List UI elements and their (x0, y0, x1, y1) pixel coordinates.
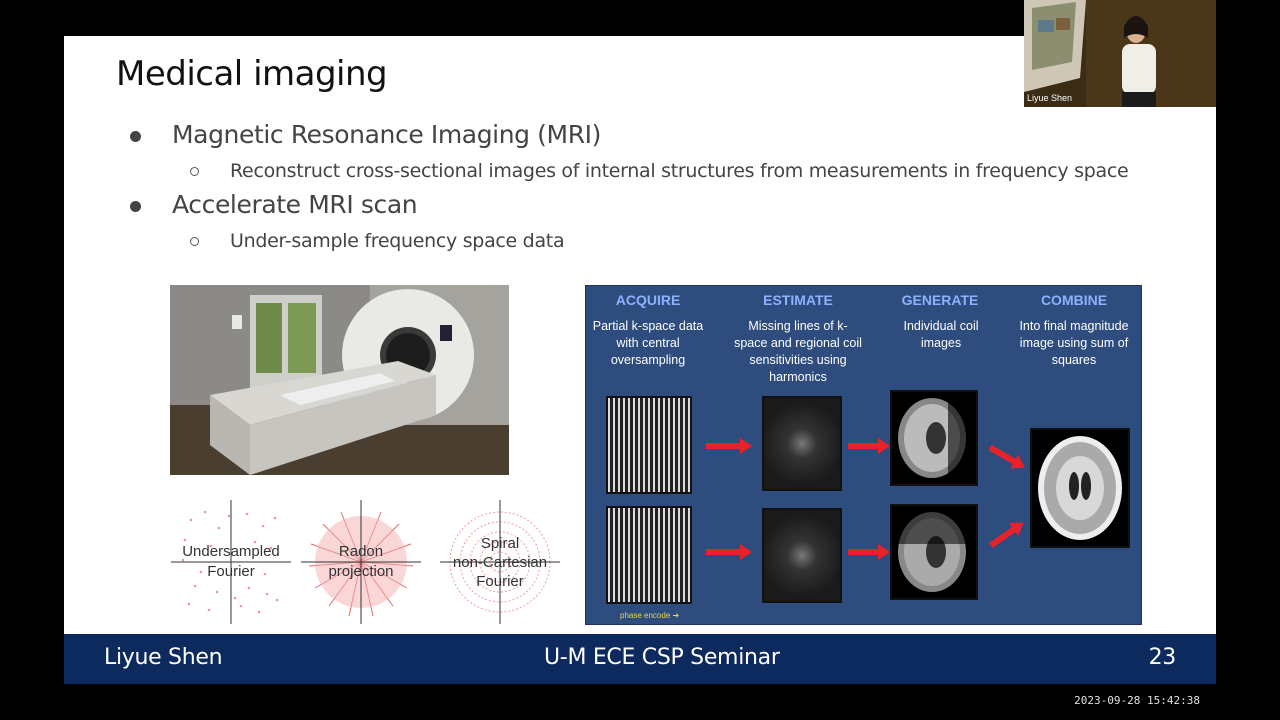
kspace-estimate-image-2 (762, 508, 842, 603)
spiral-fourier-pattern: Spiral non-Cartesian Fourier (440, 500, 560, 624)
presentation-slide: Medical imaging Magnetic Resonance Imagi… (64, 36, 1216, 684)
undersampled-fourier-pattern: Undersampled Fourier (171, 500, 291, 624)
arrow-icon (706, 544, 752, 560)
sub-bullet-item: Under-sample frequency space data (124, 222, 1184, 260)
coil-image-2 (890, 504, 978, 600)
arrow-icon (988, 444, 1018, 466)
radon-projection-pattern: Radon projection (301, 500, 421, 624)
kspace-acquire-image-2 (606, 506, 692, 604)
webcam-participant-name: Liyue Shen (1027, 93, 1073, 103)
footer-page-number: 23 (1148, 645, 1177, 670)
arrow-icon (706, 438, 752, 454)
speaker-webcam-video[interactable]: Liyue Shen (1024, 0, 1216, 107)
mri-reconstruction-diagram: ACQUIRE ESTIMATE GENERATE COMBINE Partia… (585, 285, 1142, 625)
sub-bullet-ring-icon (190, 167, 199, 176)
kspace-acquire-image-1 (606, 396, 692, 494)
recording-timestamp: 2023-09-28 15:42:38 (1074, 694, 1200, 707)
slide-title: Medical imaging (116, 54, 388, 94)
kspace-estimate-image-1 (762, 396, 842, 491)
coil-image-1 (890, 390, 978, 486)
arrow-icon (988, 525, 1018, 549)
bullet-item: Magnetic Resonance Imaging (MRI) (124, 118, 1184, 152)
sub-bullet-item: Reconstruct cross-sectional images of in… (124, 152, 1184, 190)
bullet-item: Accelerate MRI scan (124, 188, 1184, 222)
footer-seminar: U-M ECE CSP Seminar (544, 645, 780, 670)
bullet-dot-icon (130, 201, 141, 212)
footer-presenter: Liyue Shen (104, 645, 223, 670)
slide-footer: Liyue Shen U-M ECE CSP Seminar 23 (64, 634, 1216, 684)
arrow-icon (848, 544, 890, 560)
sub-bullet-ring-icon (190, 237, 199, 246)
bullet-dot-icon (130, 131, 141, 142)
phase-encode-label: phase encode ➔ (620, 611, 680, 620)
bullet-list: Magnetic Resonance Imaging (MRI) Reconst… (124, 118, 1184, 260)
arrow-icon (848, 438, 890, 454)
combined-magnitude-image (1030, 428, 1130, 548)
mri-scanner-photo (170, 285, 509, 475)
